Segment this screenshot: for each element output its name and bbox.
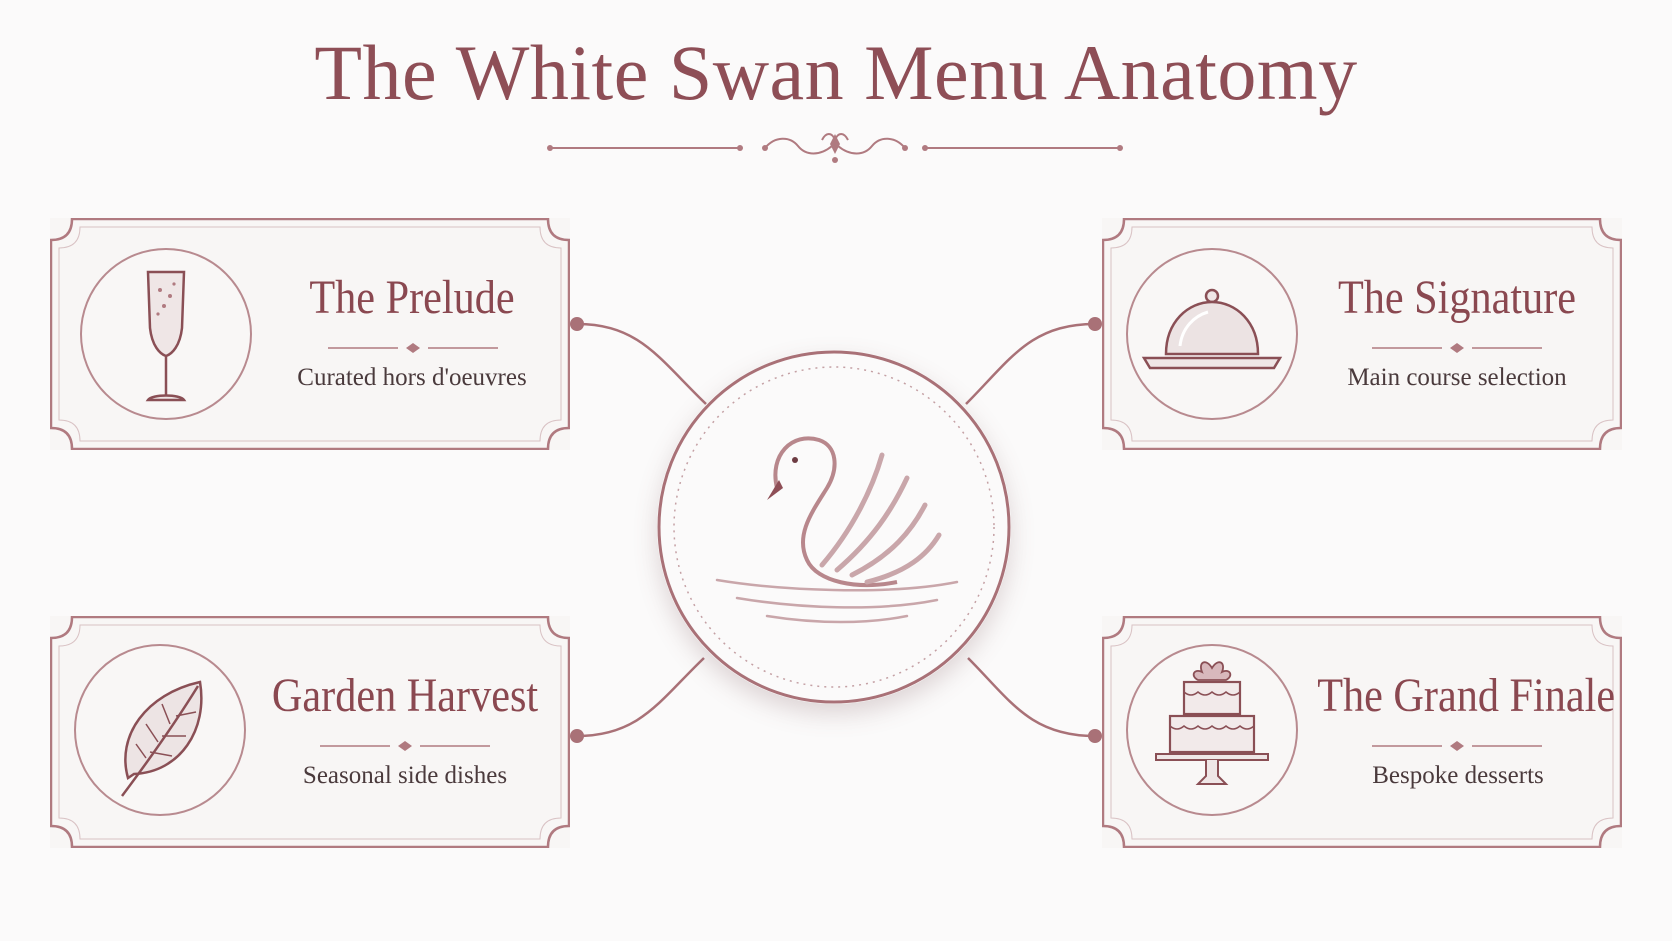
divider-ornament	[328, 343, 498, 353]
card-garden-harvest[interactable]: Garden Harvest Seasonal side dishes	[50, 616, 570, 848]
card-subtitle: Curated hors d'oeuvres	[297, 364, 527, 391]
swan-icon	[657, 350, 1011, 704]
card-frame	[50, 616, 570, 848]
divider-ornament	[1372, 343, 1542, 353]
card-subtitle: Bespoke desserts	[1372, 762, 1544, 789]
card-the-prelude[interactable]: The Prelude Curated hors d'oeuvres	[50, 218, 570, 450]
title-flourish-ornament	[547, 133, 1123, 163]
champagne-flute-icon	[145, 270, 187, 402]
card-title: Garden Harvest	[271, 669, 539, 722]
card-subtitle: Seasonal side dishes	[302, 762, 508, 789]
page-title: The White Swan Menu Anatomy	[314, 29, 1358, 116]
divider-ornament	[320, 741, 490, 751]
cake-icon	[1155, 661, 1269, 785]
card-the-signature[interactable]: The Signature Main course selection	[1102, 218, 1622, 450]
card-subtitle: Main course selection	[1347, 364, 1567, 391]
leaf-icon	[120, 680, 203, 797]
card-the-grand-finale[interactable]: The Grand Finale Bespoke desserts	[1102, 616, 1622, 848]
card-title: The Signature	[1337, 271, 1577, 324]
card-title: The Prelude	[309, 271, 515, 324]
card-frame	[1102, 218, 1622, 450]
divider-ornament	[1372, 741, 1542, 751]
card-frame	[50, 218, 570, 450]
card-title: The Grand Finale	[1317, 669, 1616, 722]
center-swan-medallion	[657, 350, 1011, 704]
cloche-icon	[1141, 288, 1283, 370]
card-frame	[1102, 616, 1622, 848]
